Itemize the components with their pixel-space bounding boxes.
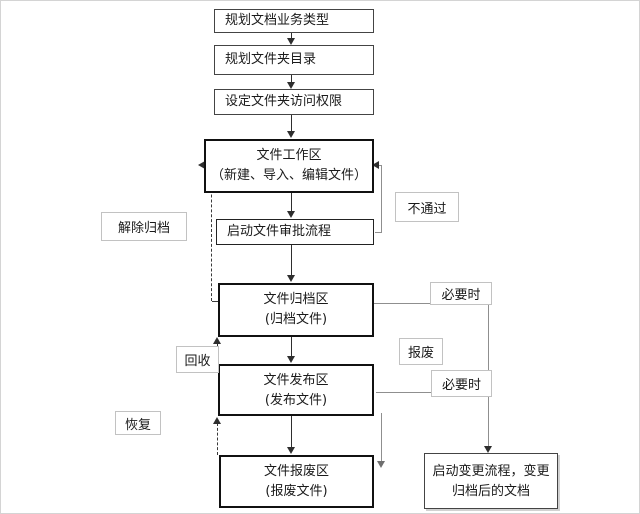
connector-unarchive-h1 (212, 301, 218, 302)
box-file-scrap-area: 文件报废区 (报废文件) (219, 455, 374, 508)
label-scrap: 报废 (399, 338, 443, 365)
box-label-line2: （新建、导入、编辑文件） (210, 167, 367, 183)
connector-permission-to-work-area (291, 115, 292, 132)
label-text: 不通过 (407, 201, 447, 217)
box-plan-document-type: 规划文档业务类型 (214, 9, 374, 33)
connector-work-area-to-approval (291, 193, 292, 212)
arrow-down-icon (484, 446, 492, 453)
arrow-down-icon (287, 275, 295, 282)
box-label: 设定文件夹访问权限 (225, 94, 343, 110)
arrow-down-icon (377, 461, 385, 468)
label-unarchive: 解除归档 (101, 212, 187, 241)
connector-unarchive-v (211, 165, 212, 301)
connector-archive-to-publish (291, 337, 292, 357)
box-start-approval-process: 启动文件审批流程 (216, 219, 374, 245)
box-label: 启动文件审批流程 (227, 224, 332, 240)
box-file-publish-area: 文件发布区 (发布文件) (218, 364, 374, 416)
connector-approval-to-archive (291, 245, 292, 276)
arrow-down-icon (287, 38, 295, 45)
arrow-down-icon (287, 211, 295, 218)
connector-reject-v (381, 165, 382, 232)
label-text: 恢复 (124, 417, 151, 433)
connector-publish-to-scrap-right (381, 413, 382, 462)
connector-restore (217, 423, 218, 455)
label-when-necessary-2: 必要时 (431, 370, 492, 397)
box-label-line2: (发布文件) (264, 392, 328, 408)
arrow-up-icon (213, 417, 221, 424)
box-label-line2: (报废文件) (265, 483, 328, 499)
box-label-line2: 归档后的文档 (451, 483, 530, 499)
connector-reject-h1 (375, 232, 382, 233)
label-text: 报废 (407, 346, 434, 361)
label-text: 解除归档 (117, 221, 170, 236)
arrow-down-icon (287, 447, 295, 454)
box-set-folder-permission: 设定文件夹访问权限 (214, 89, 374, 115)
box-file-work-area: 文件工作区 （新建、导入、编辑文件） (204, 139, 374, 193)
connector-plan-type-to-plan-folder (291, 33, 292, 39)
arrow-left-icon (198, 161, 205, 169)
label-not-passed: 不通过 (395, 192, 459, 222)
arrow-down-icon (287, 82, 295, 89)
connector-reject-h2 (378, 165, 382, 166)
connector-plan-folder-to-permission (291, 75, 292, 83)
box-label-line1: 文件归档区 (263, 292, 329, 307)
label-restore: 恢复 (115, 411, 161, 435)
box-label: 规划文件夹目录 (225, 52, 317, 68)
label-recycle: 回收 (176, 346, 219, 373)
box-label-line1: 文件发布区 (263, 373, 329, 388)
arrow-up-icon (213, 337, 221, 344)
box-label-line1: 文件工作区 (256, 148, 322, 163)
box-label-line2: (归档文件) (264, 311, 328, 327)
connector-publish-to-scrap (291, 416, 292, 448)
label-text: 必要时 (441, 288, 481, 303)
arrow-down-icon (287, 356, 295, 363)
box-label-line1: 启动变更流程，变更 (432, 464, 550, 479)
box-file-archive-area: 文件归档区 (归档文件) (218, 283, 374, 337)
box-label-line1: 文件报废区 (263, 464, 329, 479)
arrow-left-icon (372, 161, 379, 169)
box-plan-folder-directory: 规划文件夹目录 (214, 45, 374, 75)
box-start-change-process: 启动变更流程，变更 归档后的文档 (424, 453, 558, 509)
label-text: 必要时 (441, 378, 481, 393)
label-when-necessary-1: 必要时 (430, 282, 492, 305)
box-label: 规划文档业务类型 (225, 13, 330, 29)
arrow-down-icon (287, 131, 295, 138)
label-text: 回收 (184, 354, 211, 369)
